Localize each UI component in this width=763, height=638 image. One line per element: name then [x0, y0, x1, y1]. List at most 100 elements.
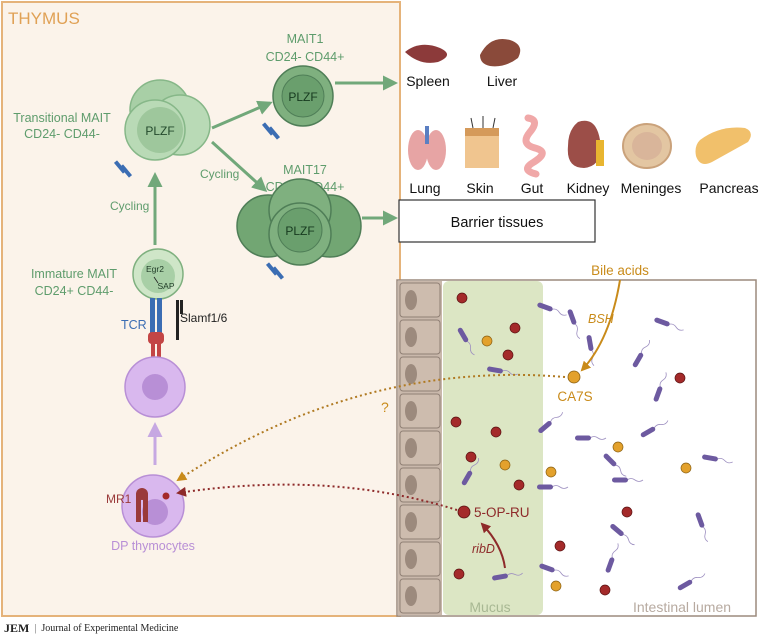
mait17-plzf-label: PLZF — [285, 224, 314, 238]
barrier-tissues-label: Barrier tissues — [451, 215, 544, 231]
immature-mait-label: Immature MAIT — [31, 267, 117, 281]
ca7s-molecule — [567, 370, 581, 384]
mait1-markers: CD24- CD44+ — [266, 50, 345, 64]
epithelial-cell — [399, 393, 441, 429]
arrow-bile-acids-to-ca7s — [580, 279, 621, 372]
epithelial-cell — [399, 319, 441, 355]
riboflavin-metabolite — [453, 568, 465, 580]
bacterium-icon — [605, 543, 619, 573]
transitional-mait-cell: PLZF — [113, 79, 211, 178]
immature-mait-cell: Egr2 SAP — [132, 248, 184, 300]
meninges-icon — [622, 123, 672, 169]
thymus-title: THYMUS — [8, 9, 80, 28]
bacterium-icon — [537, 484, 569, 490]
transitional-mait-label: Transitional MAIT — [13, 111, 111, 125]
riboflavin-metabolite — [509, 322, 521, 334]
kidney-icon — [567, 120, 604, 168]
bacterium-icon — [487, 366, 518, 376]
mucus-layer — [443, 281, 543, 615]
bacterium-icon — [610, 523, 635, 546]
bile-acid-metabolite — [481, 335, 493, 347]
bacteria-group — [457, 302, 733, 591]
slamf-icon — [176, 300, 183, 340]
bile-acid-metabolite — [499, 459, 511, 471]
journal-name: Journal of Experimental Medicine — [41, 622, 179, 634]
bacterium-icon — [640, 420, 669, 438]
riboflavin-metabolite — [554, 540, 566, 552]
bacterium-icon — [461, 458, 479, 486]
riboflavin-metabolite — [621, 506, 633, 518]
epithelial-cell — [399, 430, 441, 466]
lung-icon — [408, 126, 446, 170]
slamf-label: Slamf1/6 — [180, 311, 228, 325]
arrow-transitional-to-mait1 — [211, 100, 273, 130]
op-ru-label: 5-OP-RU — [474, 505, 530, 520]
tcr-receptor-icon — [148, 298, 164, 360]
sap-label: SAP — [157, 281, 174, 291]
mait17-tcr-icon — [265, 262, 285, 280]
question-mark: ? — [381, 399, 389, 415]
bacterium-icon — [457, 327, 475, 356]
mait1-tcr-icon — [261, 122, 281, 140]
epithelial-cell — [399, 578, 441, 614]
riboflavin-metabolite — [502, 349, 514, 361]
bacterium-icon — [612, 477, 644, 483]
skin-label: Skin — [466, 180, 493, 196]
skin-icon — [465, 116, 499, 168]
bacterium-icon — [537, 302, 567, 316]
mait1-plzf-label: PLZF — [288, 90, 317, 104]
arrow-ribd-to-op-ru — [480, 522, 506, 569]
dp-thymocyte-bottom — [121, 474, 185, 538]
arrow-op-ru-to-mr1 — [176, 483, 458, 511]
riboflavin-metabolite — [674, 372, 686, 384]
bile-acid-metabolite — [550, 580, 562, 592]
bacterium-icon — [677, 573, 706, 591]
bacterium-icon — [575, 435, 607, 441]
gut-icon — [522, 114, 546, 178]
pancreas-icon — [695, 127, 751, 164]
dp-thymocyte-top — [124, 356, 186, 418]
epithelial-cell — [399, 282, 441, 318]
bile-acid-metabolite — [680, 462, 692, 474]
ribd-label: ribD — [472, 542, 495, 556]
ca7s-label: CA7S — [557, 389, 592, 404]
mait1-label: MAIT1 — [287, 32, 324, 46]
bacterium-icon — [632, 340, 650, 368]
bacterium-icon — [695, 512, 709, 542]
transitional-tcr-icon — [113, 160, 133, 178]
immature-mait-markers: CD24+ CD44- — [35, 284, 114, 298]
jem-logo: JEM — [4, 620, 30, 635]
riboflavin-metabolite — [456, 292, 468, 304]
mr1-bound-antigen — [162, 492, 170, 500]
mait17-label: MAIT17 — [283, 163, 327, 177]
bacterium-icon — [654, 317, 684, 331]
kidney-label: Kidney — [567, 180, 610, 196]
liver-icon — [480, 39, 521, 67]
mait1-cell: PLZF — [261, 65, 334, 140]
lung-label: Lung — [409, 180, 440, 196]
epithelial-cell — [399, 467, 441, 503]
transitional-mait-markers: CD24- CD44- — [24, 127, 100, 141]
arrow-transitional-to-mait17 — [210, 140, 268, 193]
riboflavin-metabolite — [599, 584, 611, 596]
bacterium-icon — [603, 453, 627, 477]
op-ru-molecule — [457, 505, 471, 519]
liver-label: Liver — [487, 73, 518, 89]
journal-footer: JEM | Journal of Experimental Medicine — [4, 619, 178, 637]
meninges-label: Meninges — [621, 180, 682, 196]
epithelium — [398, 281, 442, 615]
transitional-plzf-label: PLZF — [145, 124, 174, 138]
bile-acid-metabolite — [612, 441, 624, 453]
epithelial-cell — [399, 504, 441, 540]
epithelial-cell — [399, 541, 441, 577]
tcr-label: TCR — [121, 318, 147, 332]
dp-thymocytes-label: DP thymocytes — [111, 539, 195, 553]
cycling-label-vertical: Cycling — [110, 199, 149, 213]
intestinal-lumen-label: Intestinal lumen — [633, 599, 731, 615]
bacterium-icon — [702, 454, 733, 464]
riboflavin-metabolite — [450, 416, 462, 428]
mait17-cell: PLZF — [236, 178, 362, 280]
mucus-label: Mucus — [469, 599, 510, 615]
bacterium-icon — [492, 572, 523, 581]
epithelial-cell — [399, 356, 441, 392]
